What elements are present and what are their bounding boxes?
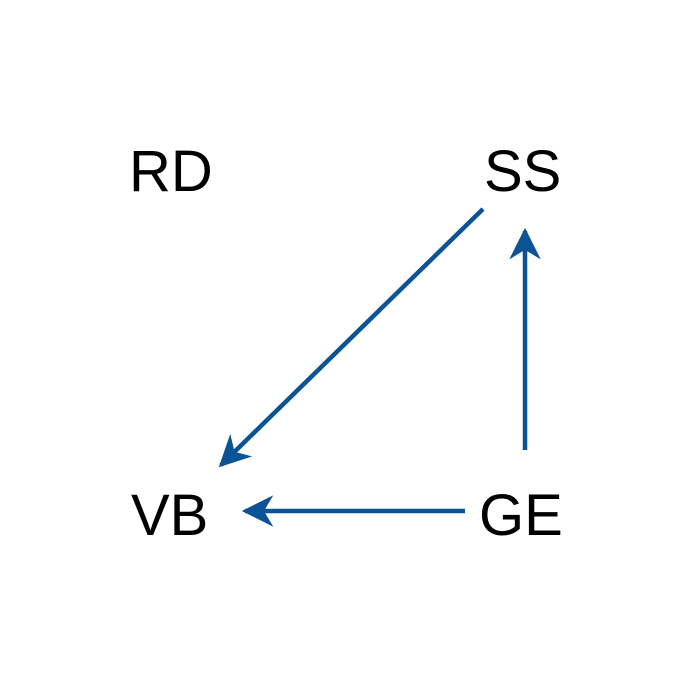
node-vb: VB — [131, 483, 209, 548]
node-ge: GE — [479, 483, 563, 548]
node-rd: RD — [129, 139, 213, 204]
edge-ss-to-vb — [218, 207, 485, 468]
node-ss: SS — [484, 139, 562, 204]
